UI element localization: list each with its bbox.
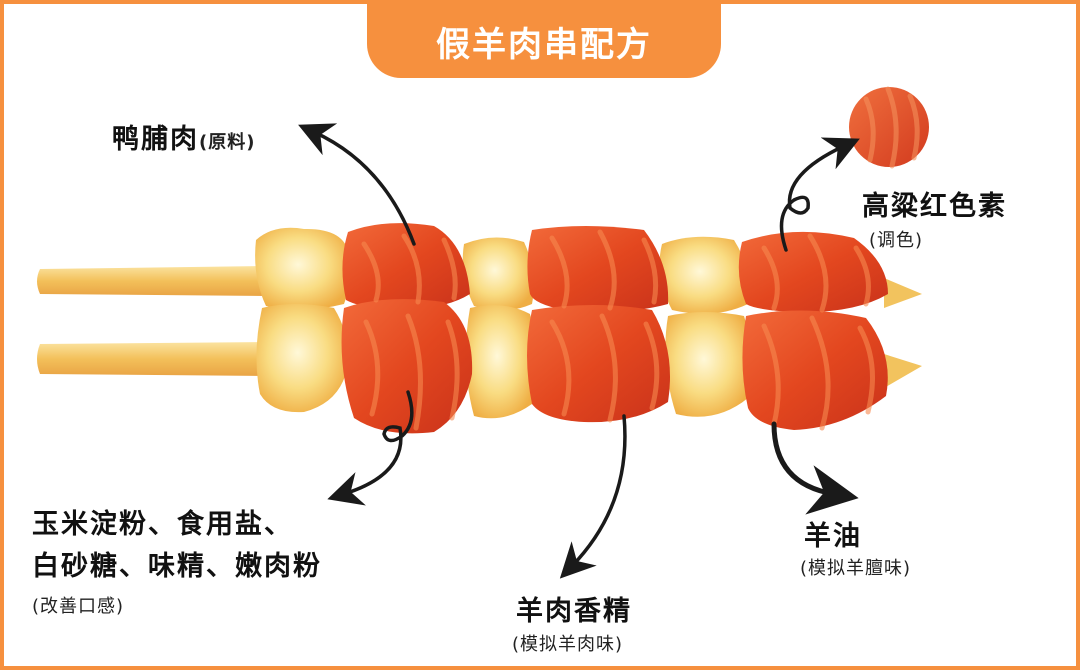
arrow-oil [771, 421, 859, 515]
label-duck-name: 鸭脯肉 [112, 124, 199, 155]
label-duck-note: (原料) [199, 132, 256, 153]
arrow-additives [327, 390, 414, 506]
label-additives-line2: 白砂糖、味精、嫩肉粉 [32, 551, 322, 582]
label-red-note: (调色) [869, 230, 924, 251]
page-title: 假羊肉串配方 [367, 4, 721, 78]
label-oil-name: 羊油 [804, 521, 862, 552]
kebab-illustration [37, 86, 929, 579]
label-red-name: 高粱红色素 [862, 191, 1007, 222]
red-dye-ball [849, 86, 929, 169]
label-oil-note: (模拟羊膻味) [800, 558, 912, 579]
arrow-duck [298, 123, 416, 246]
skewer-top [37, 266, 922, 308]
arrow-essence [559, 414, 627, 579]
fat-pieces [255, 227, 752, 419]
skewer-bottom [37, 342, 922, 388]
label-additives-note: (改善口感) [32, 596, 125, 617]
label-additives-line1: 玉米淀粉、食用盐、 [32, 509, 293, 540]
label-essence-note: (模拟羊肉味) [512, 634, 624, 655]
label-duck: 鸭脯肉(原料) [112, 117, 255, 156]
arrow-red [779, 137, 860, 252]
label-essence-name: 羊肉香精 [516, 596, 632, 627]
meat-pieces [341, 223, 888, 434]
